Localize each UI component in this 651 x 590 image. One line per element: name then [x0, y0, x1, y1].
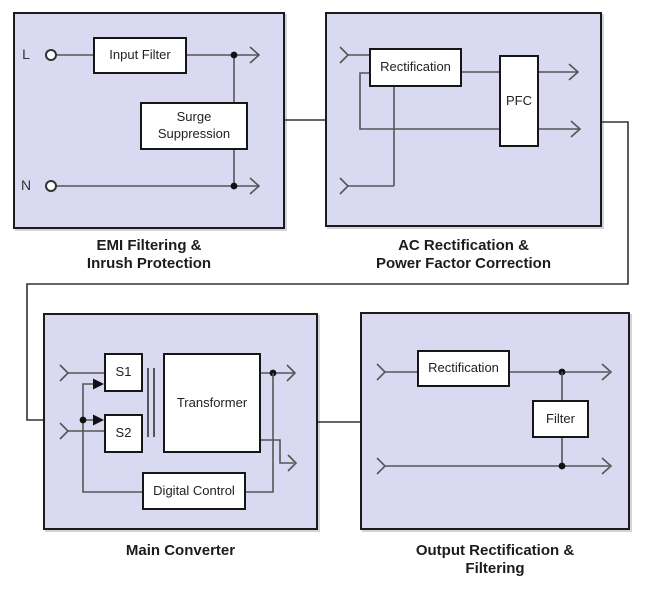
caption-emi-filtering: EMI Filtering & Inrush Protection [86, 237, 212, 272]
output-filter-box: Filter [532, 400, 589, 438]
digital-control-box: Digital Control [142, 472, 246, 510]
caption-ac-rectification: AC Rectification & Power Factor Correcti… [375, 237, 552, 272]
switch-s2-box: S2 [104, 414, 143, 453]
block-ac-rectification-pfc [325, 12, 602, 227]
neutral-terminal-label: N [20, 177, 32, 193]
surge-suppression-box: Surge Suppression [140, 102, 248, 150]
input-filter-box: Input Filter [93, 37, 187, 74]
transformer-box: Transformer [163, 353, 261, 453]
block-output-rectification [360, 312, 630, 530]
output-rectification-box: Rectification [417, 350, 510, 387]
switch-s1-box: S1 [104, 353, 143, 392]
caption-main-converter: Main Converter [125, 542, 236, 559]
line-terminal-label: L [22, 46, 30, 62]
rectification-box: Rectification [369, 48, 462, 87]
caption-output-rectification: Output Rectification & Filtering [415, 542, 575, 577]
pfc-box: PFC [499, 55, 539, 147]
